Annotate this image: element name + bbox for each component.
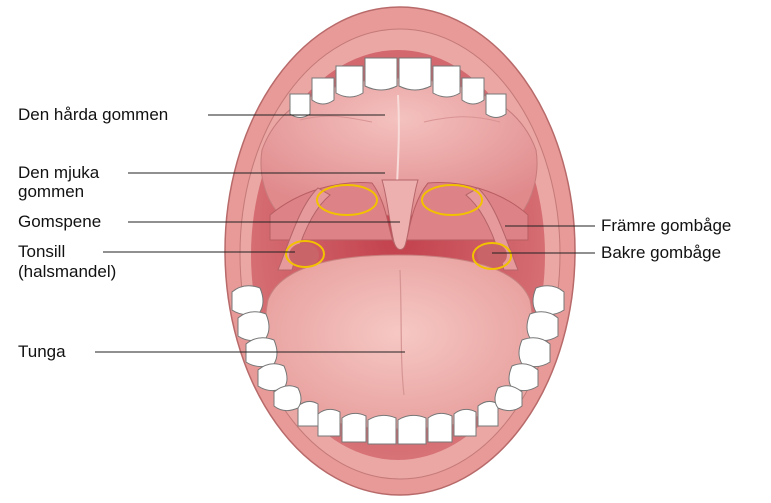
label-uvula: Gomspene <box>18 212 101 232</box>
tonsil-right <box>477 243 507 267</box>
label-posterior-arch: Bakre gombåge <box>601 243 721 263</box>
label-hard-palate: Den hårda gommen <box>18 105 168 125</box>
label-soft-palate-line1: Den mjuka <box>18 163 99 183</box>
label-soft-palate-line2: gommen <box>18 182 84 202</box>
label-anterior-arch: Främre gombåge <box>601 216 731 236</box>
label-tonsil-line2: (halsmandel) <box>18 262 116 282</box>
label-tonsil-line1: Tonsill <box>18 242 65 262</box>
label-tongue: Tunga <box>18 342 66 362</box>
